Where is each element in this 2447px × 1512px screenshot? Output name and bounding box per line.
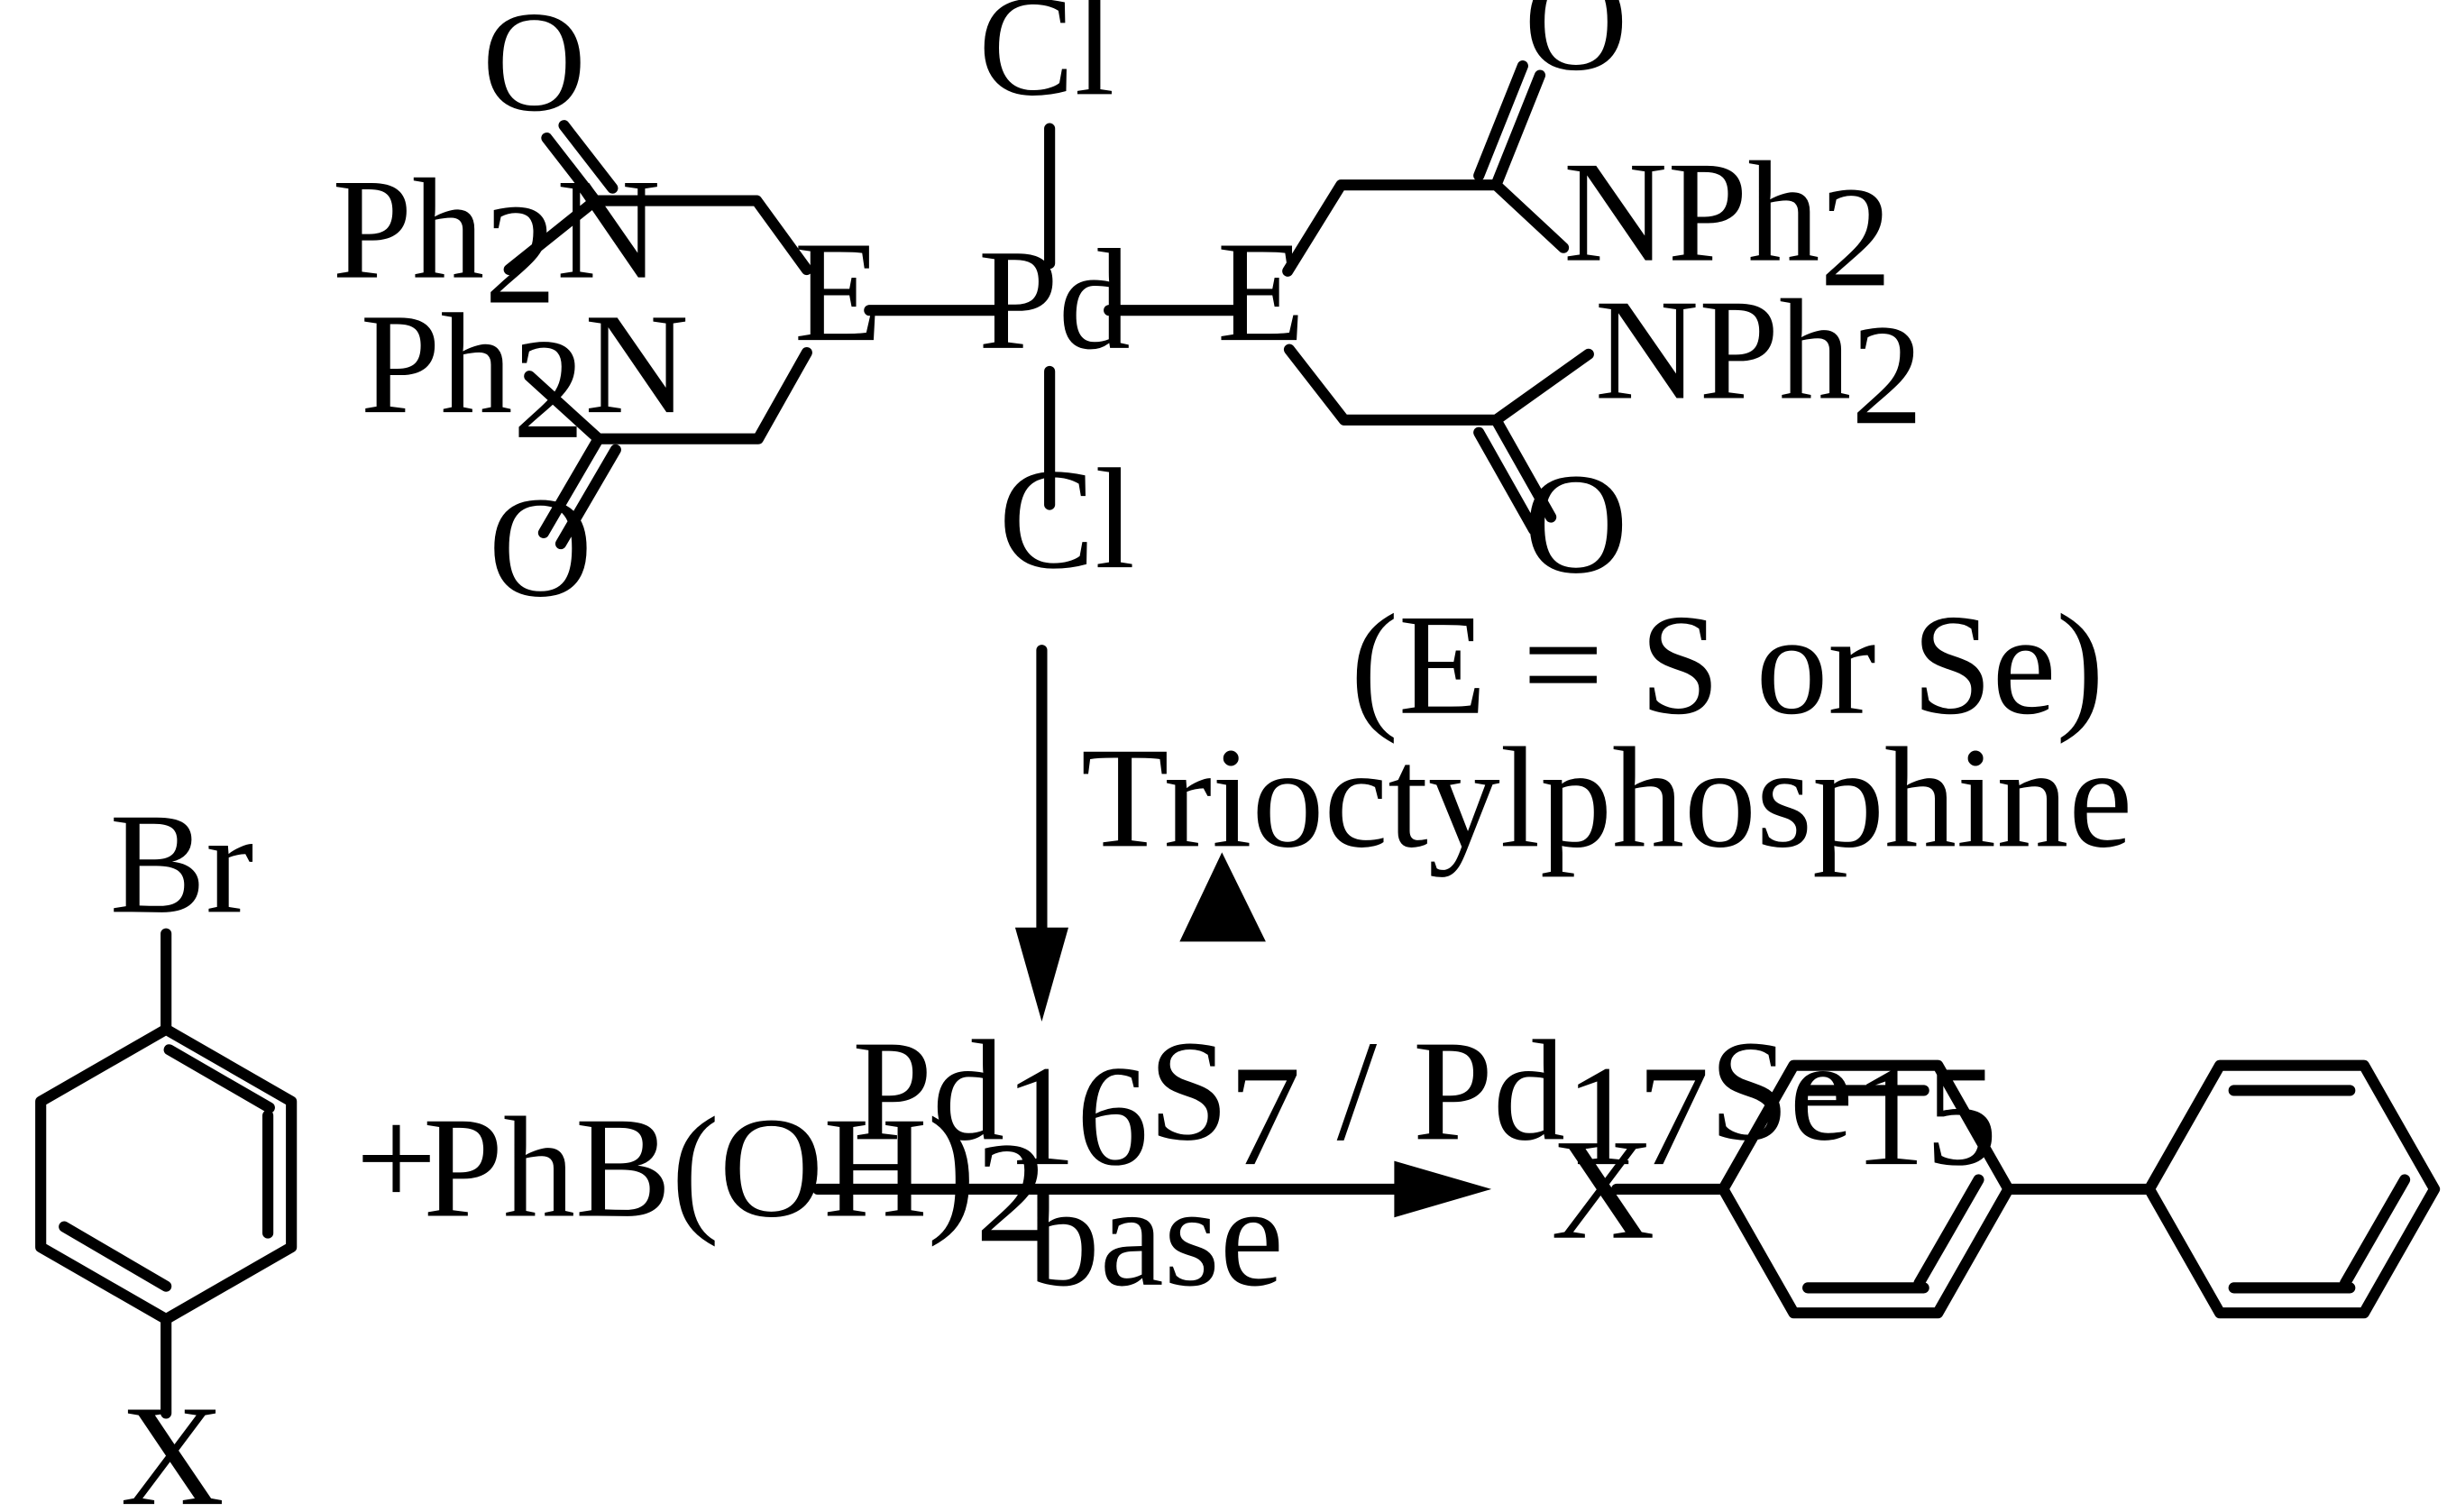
heat-triangle-icon <box>1179 852 1266 942</box>
chalcogen-left-label: E <box>794 212 883 371</box>
chlorine-top-label: Cl <box>978 0 1114 125</box>
biphenyl-product-structure <box>1611 1059 2441 1319</box>
oxygen-upper-right-label: O <box>1524 0 1627 101</box>
catalyst-label: Pd16S7 / Pd17Se15 <box>852 1011 1997 1196</box>
aryl-bromide-structure <box>35 928 298 1419</box>
bromine-label: Br <box>110 783 254 943</box>
coupling-arrow <box>811 1160 1492 1218</box>
diphenylamino-lower-right-label: NPh2 <box>1595 270 1923 454</box>
chalcogen-note: (E = S or Se) <box>1351 585 2104 745</box>
product-substituent-label: X <box>1551 1110 1654 1269</box>
decomposition-arrow <box>1014 645 1068 1022</box>
oxygen-lower-left-label: O <box>489 467 592 627</box>
oxygen-lower-right-label: O <box>1524 444 1627 603</box>
palladium-label: Pd <box>978 220 1131 380</box>
chalcogen-right-label: E <box>1217 212 1306 371</box>
base-label: base <box>1028 1157 1284 1316</box>
chlorine-bottom-label: Cl <box>999 439 1135 599</box>
complex-bonds <box>503 60 1594 550</box>
trioctylphosphine-label: Trioctylphosphine <box>1081 718 2132 877</box>
diphenylamino-upper-left-label: Ph2N <box>332 150 660 334</box>
complex-labels: Cl Pd Cl E E O O O O Ph2N Ph2N NPh2 NPh2 <box>332 0 1923 627</box>
phenylboronic-acid-label: PhB(OH)2 <box>423 1087 1048 1272</box>
oxygen-upper-left-label: O <box>482 0 586 142</box>
reactant-substituent-label: X <box>120 1376 224 1512</box>
diphenylamino-lower-left-label: Ph2N <box>361 284 689 469</box>
plus-sign: + <box>355 1078 436 1238</box>
diphenylamino-upper-right-label: NPh2 <box>1563 133 1892 317</box>
